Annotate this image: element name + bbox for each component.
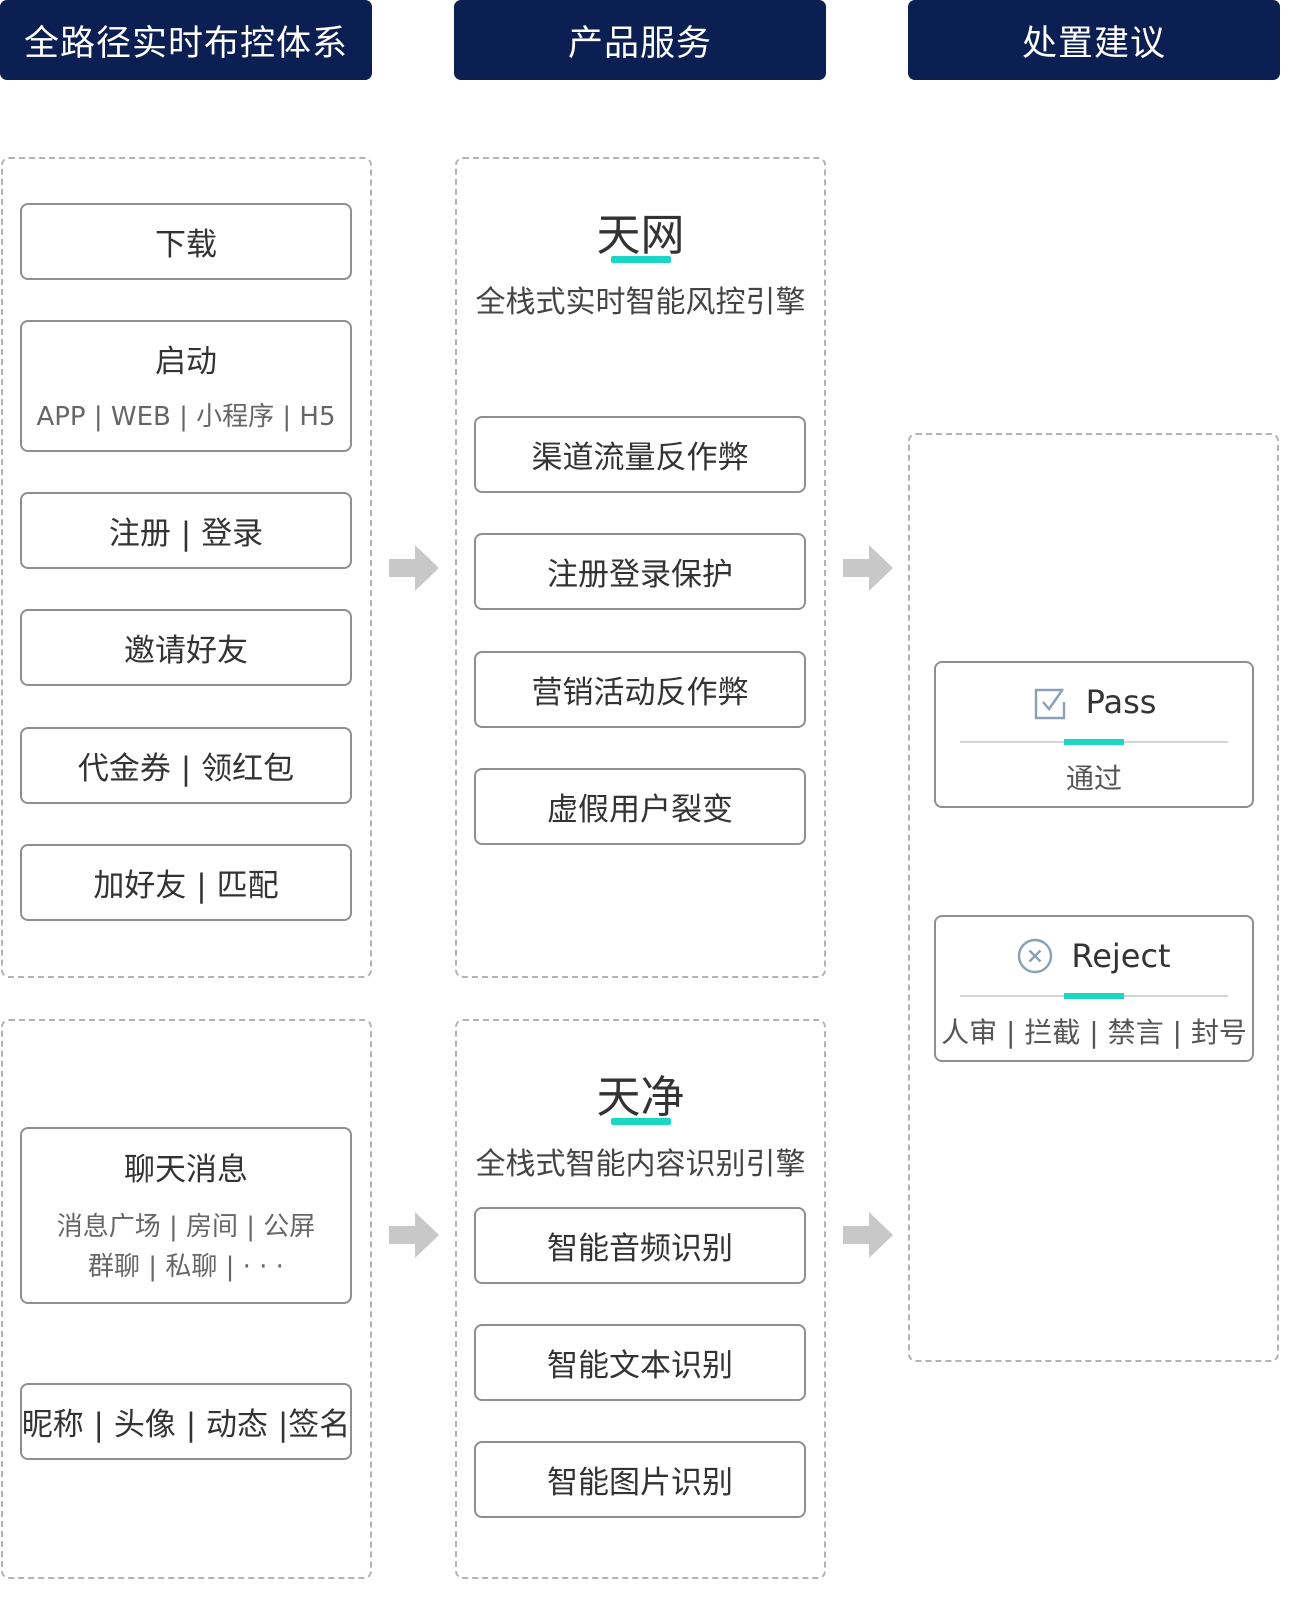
scenario-subtitle: 群聊 | 私聊 | · · · [88, 1252, 284, 1282]
scenario-title: 邀请好友 [124, 633, 248, 669]
result-pass-header: Pass [936, 683, 1252, 721]
header-disposal-advice-label: 处置建议 [1021, 23, 1166, 64]
scenario-title: 聊天消息 [124, 1152, 248, 1188]
header-full-path-control-label: 全路径实时布控体系 [23, 23, 348, 64]
engine-item-marketing-antifraud: 营销活动反作弊 [474, 651, 806, 728]
engine-item-audio: 智能音频识别 [474, 1207, 806, 1284]
engine-name: 天网 [596, 210, 685, 261]
scenario-subtitle: APP | WEB | 小程序 | H5 [36, 401, 336, 432]
engine-item-channel-antifraud: 渠道流量反作弊 [474, 416, 806, 493]
engine-item-fake-user: 虚假用户裂变 [474, 768, 806, 845]
result-pass-label: Pass [1085, 683, 1157, 721]
engine-item-label: 智能文本识别 [547, 1348, 733, 1384]
result-panel [908, 433, 1279, 1362]
scenario-box-launch: 启动 APP | WEB | 小程序 | H5 [20, 320, 352, 452]
scenario-panel-bottom [1, 1019, 372, 1579]
engine-panel-content: 天净 全栈式智能内容识别引擎 [455, 1019, 826, 1579]
scenario-title: 注册 | 登录 [108, 516, 264, 552]
result-pass-sub: 通过 [1065, 762, 1122, 795]
result-reject-header: Reject [936, 937, 1252, 975]
scenario-box-add-friend: 加好友 | 匹配 [20, 844, 352, 921]
scenario-box-download: 下载 [20, 203, 352, 280]
scenario-box-invite-friends: 邀请好友 [20, 609, 352, 686]
arrow-right-icon [389, 1212, 439, 1258]
engine-accent-bar [610, 1118, 671, 1125]
header-product-service-label: 产品服务 [567, 23, 712, 64]
engine-item-image: 智能图片识别 [474, 1441, 806, 1518]
arrow-right-icon [843, 1212, 893, 1258]
scenario-title: 启动 [155, 343, 217, 380]
header-product-service: 产品服务 [454, 0, 826, 80]
scenario-box-profile: 昵称 | 头像 | 动态 |签名 [20, 1383, 352, 1460]
scenario-box-coupon: 代金券 | 领红包 [20, 727, 352, 804]
arrow-right-icon [389, 545, 439, 591]
scenario-title: 昵称 | 头像 | 动态 |签名 [21, 1407, 351, 1443]
engine-description: 全栈式实时智能风控引擎 [475, 285, 806, 320]
engine-item-label: 营销活动反作弊 [531, 675, 749, 711]
x-circle-icon [1018, 938, 1053, 974]
scenario-title: 代金券 | 领红包 [77, 751, 295, 787]
result-accent-bar [1064, 739, 1124, 745]
engine-description: 全栈式智能内容识别引擎 [475, 1147, 806, 1182]
result-reject-card: Reject 人审 | 拦截 | 禁言 | 封号 [934, 915, 1254, 1062]
result-pass-card: Pass 通过 [934, 661, 1254, 808]
result-reject-sub: 人审 | 拦截 | 禁言 | 封号 [941, 1016, 1247, 1049]
scenario-box-chat-message: 聊天消息 消息广场 | 房间 | 公屏 群聊 | 私聊 | · · · [20, 1127, 352, 1304]
scenario-box-register-login: 注册 | 登录 [20, 492, 352, 569]
check-square-icon [1034, 688, 1065, 720]
scenario-title: 加好友 | 匹配 [93, 868, 279, 904]
engine-item-label: 智能图片识别 [547, 1465, 733, 1501]
scenario-subtitle: 消息广场 | 房间 | 公屏 [56, 1212, 316, 1242]
engine-item-label: 注册登录保护 [547, 557, 733, 593]
engine-panel-risk: 天网 全栈式实时智能风控引擎 [455, 157, 826, 978]
result-accent-bar [1064, 993, 1124, 999]
header-full-path-control: 全路径实时布控体系 [0, 0, 372, 80]
engine-item-text: 智能文本识别 [474, 1324, 806, 1401]
engine-name: 天净 [596, 1072, 685, 1123]
result-reject-label: Reject [1071, 937, 1171, 975]
engine-item-label: 渠道流量反作弊 [531, 440, 749, 476]
engine-item-label: 智能音频识别 [547, 1231, 733, 1267]
scenario-panel-top [1, 157, 372, 978]
arrow-right-icon [843, 545, 893, 591]
header-disposal-advice: 处置建议 [908, 0, 1280, 80]
engine-item-register-protect: 注册登录保护 [474, 533, 806, 610]
engine-item-label: 虚假用户裂变 [547, 792, 733, 828]
engine-accent-bar [610, 256, 671, 263]
scenario-title: 下载 [155, 227, 217, 263]
